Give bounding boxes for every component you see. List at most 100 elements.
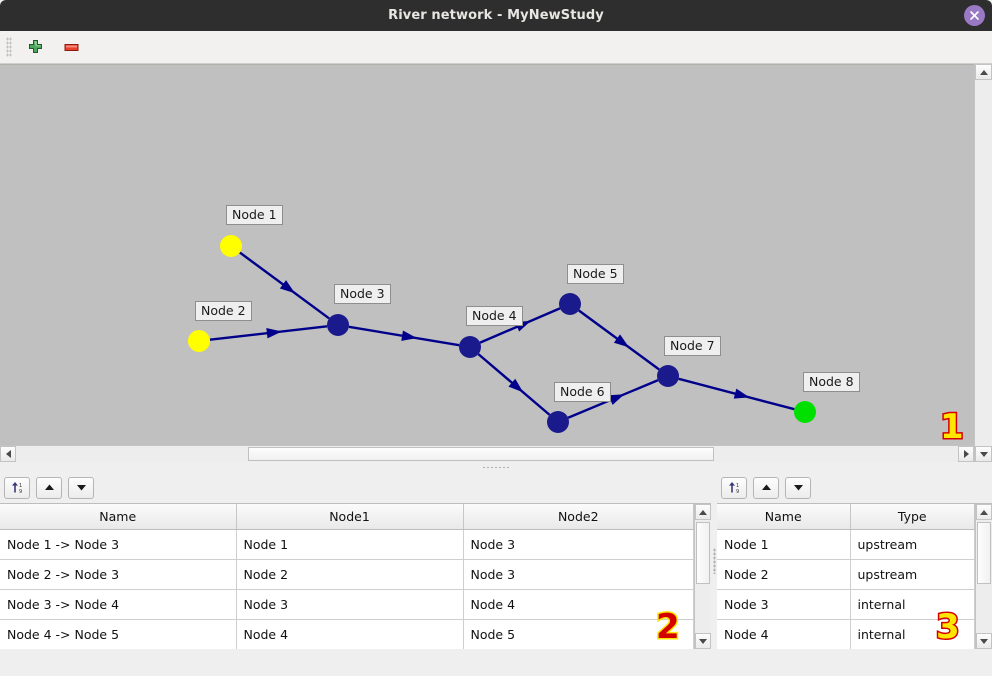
nodes-table-cell[interactable]: upstream bbox=[850, 559, 975, 589]
nodes-column-header-type[interactable]: Type bbox=[850, 504, 975, 529]
reaches-vscroll-track[interactable] bbox=[695, 520, 711, 633]
reaches-table-cell[interactable]: Node 4 -> Node 5 bbox=[0, 619, 236, 649]
toolbar-grip[interactable] bbox=[6, 37, 12, 57]
sort-icon[interactable]: 1 9 bbox=[4, 477, 30, 499]
nodes-toolbar: 1 9 bbox=[717, 472, 992, 503]
scroll-left-button[interactable] bbox=[0, 446, 16, 462]
nodes-table-cell[interactable]: upstream bbox=[850, 529, 975, 559]
scroll-right-button[interactable] bbox=[958, 446, 974, 462]
reaches-table-cell[interactable]: Node 3 -> Node 4 bbox=[0, 589, 236, 619]
reaches-table-cell[interactable]: Node 5 bbox=[463, 619, 694, 649]
tables-area: 1 9 NameNode1Node2 Node 1 -> Node 3Node bbox=[0, 472, 992, 649]
reaches-table-row[interactable]: Node 1 -> Node 3Node 1Node 3 bbox=[0, 529, 694, 559]
node-label-node-2[interactable]: Node 2 bbox=[195, 301, 252, 321]
hscroll-track[interactable] bbox=[16, 446, 958, 462]
reaches-table-cell[interactable]: Node 4 bbox=[236, 619, 463, 649]
reaches-table-cell[interactable]: Node 4 bbox=[463, 589, 694, 619]
nodes-table-row[interactable]: Node 1upstream bbox=[717, 529, 975, 559]
pane-divider-grip bbox=[713, 548, 716, 574]
add-node-icon[interactable] bbox=[22, 34, 48, 60]
nodes-vertical-scrollbar[interactable] bbox=[975, 503, 992, 649]
canvas-horizontal-scrollbar[interactable] bbox=[0, 445, 974, 462]
hscroll-thumb[interactable] bbox=[248, 447, 714, 461]
nodes-vscroll-track[interactable] bbox=[976, 520, 992, 633]
reaches-table-cell[interactable]: Node 3 bbox=[236, 589, 463, 619]
node-label-node-4[interactable]: Node 4 bbox=[466, 306, 523, 326]
nodes-table-header: NameType bbox=[717, 504, 975, 529]
edge-arrow-icon bbox=[401, 331, 417, 341]
nodes-table-cell[interactable]: Node 1 bbox=[717, 529, 850, 559]
nodes-table-scroll[interactable]: NameType Node 1upstreamNode 2upstreamNod… bbox=[717, 503, 975, 649]
reaches-pane: 1 9 NameNode1Node2 Node 1 -> Node 3Node bbox=[0, 472, 711, 649]
reaches-vscroll-thumb[interactable] bbox=[696, 522, 710, 584]
graph-node-node-8[interactable] bbox=[794, 401, 816, 423]
reaches-table-row[interactable]: Node 3 -> Node 4Node 3Node 4 bbox=[0, 589, 694, 619]
reaches-vertical-scrollbar[interactable] bbox=[694, 503, 711, 649]
nodes-table-cell[interactable]: internal bbox=[850, 589, 975, 619]
close-icon[interactable] bbox=[964, 5, 985, 26]
nodes-table-cell[interactable]: internal bbox=[850, 619, 975, 649]
node-label-node-6[interactable]: Node 6 bbox=[554, 382, 611, 402]
graph-node-node-2[interactable] bbox=[188, 330, 210, 352]
reaches-table-cell[interactable]: Node 3 bbox=[463, 559, 694, 589]
reaches-table-scroll[interactable]: NameNode1Node2 Node 1 -> Node 3Node 1Nod… bbox=[0, 503, 694, 649]
canvas-vertical-scrollbar[interactable] bbox=[974, 64, 992, 462]
reaches-column-header-node1[interactable]: Node1 bbox=[236, 504, 463, 529]
reaches-column-header-node2[interactable]: Node2 bbox=[463, 504, 694, 529]
nodes-table-row[interactable]: Node 2upstream bbox=[717, 559, 975, 589]
arrow-down-icon[interactable] bbox=[68, 477, 94, 499]
network-diagram[interactable]: Node 1 Node 2 Node 3 Node 4 Node 5 Node 6 Node… bbox=[0, 64, 974, 445]
reaches-table-cell[interactable]: Node 3 bbox=[463, 529, 694, 559]
arrow-up-icon[interactable] bbox=[36, 477, 62, 499]
status-bar bbox=[0, 649, 992, 676]
splitter-grip bbox=[482, 466, 510, 469]
nodes-pane: 1 9 NameType Node 1upstreamNode 2upstre bbox=[717, 472, 992, 649]
remove-node-icon[interactable] bbox=[58, 34, 84, 60]
reaches-scroll-down-button[interactable] bbox=[695, 633, 711, 649]
edge-arrow-icon bbox=[734, 389, 750, 399]
reaches-table-cell[interactable]: Node 1 -> Node 3 bbox=[0, 529, 236, 559]
svg-text:9: 9 bbox=[19, 489, 22, 495]
node-label-node-1[interactable]: Node 1 bbox=[226, 205, 283, 225]
nodes-column-header-name[interactable]: Name bbox=[717, 504, 850, 529]
reaches-table-row[interactable]: Node 2 -> Node 3Node 2Node 3 bbox=[0, 559, 694, 589]
edge-arrow-icon bbox=[609, 394, 625, 405]
graph-node-node-7[interactable] bbox=[657, 365, 679, 387]
node-label-node-3[interactable]: Node 3 bbox=[334, 284, 391, 304]
reaches-scroll-up-button[interactable] bbox=[695, 504, 711, 520]
node-label-node-8[interactable]: Node 8 bbox=[803, 372, 860, 392]
reaches-toolbar: 1 9 bbox=[0, 472, 711, 503]
nodes-vscroll-thumb[interactable] bbox=[977, 522, 991, 584]
scroll-up-button[interactable] bbox=[975, 64, 992, 80]
reaches-table-cell[interactable]: Node 1 bbox=[236, 529, 463, 559]
node-label-node-7[interactable]: Node 7 bbox=[664, 336, 721, 356]
reaches-table-header: NameNode1Node2 bbox=[0, 504, 694, 529]
node-label-node-5[interactable]: Node 5 bbox=[567, 264, 624, 284]
nodes-scroll-up-button[interactable] bbox=[976, 504, 992, 520]
reaches-column-header-name[interactable]: Name bbox=[0, 504, 236, 529]
graph-node-node-3[interactable] bbox=[327, 314, 349, 336]
vscroll-track[interactable] bbox=[975, 80, 992, 446]
window-title: River network - MyNewStudy bbox=[388, 8, 604, 23]
reaches-table-cell[interactable]: Node 2 bbox=[236, 559, 463, 589]
reaches-table-row[interactable]: Node 4 -> Node 5Node 4Node 5 bbox=[0, 619, 694, 649]
horizontal-splitter[interactable] bbox=[0, 462, 992, 472]
nodes-table-row[interactable]: Node 3internal bbox=[717, 589, 975, 619]
graph-node-node-5[interactable] bbox=[559, 293, 581, 315]
graph-node-node-6[interactable] bbox=[547, 411, 569, 433]
nodes-table-cell[interactable]: Node 4 bbox=[717, 619, 850, 649]
graph-node-node-1[interactable] bbox=[220, 235, 242, 257]
sort-icon[interactable]: 1 9 bbox=[721, 477, 747, 499]
nodes-table-cell[interactable]: Node 3 bbox=[717, 589, 850, 619]
graph-node-node-4[interactable] bbox=[459, 336, 481, 358]
svg-text:9: 9 bbox=[736, 489, 739, 495]
nodes-table: NameType Node 1upstreamNode 2upstreamNod… bbox=[717, 504, 975, 649]
reaches-table-cell[interactable]: Node 2 -> Node 3 bbox=[0, 559, 236, 589]
edge-arrow-icon bbox=[614, 334, 629, 347]
nodes-table-row[interactable]: Node 4internal bbox=[717, 619, 975, 649]
nodes-table-cell[interactable]: Node 2 bbox=[717, 559, 850, 589]
nodes-scroll-down-button[interactable] bbox=[976, 633, 992, 649]
scroll-down-button[interactable] bbox=[975, 446, 992, 462]
arrow-down-icon[interactable] bbox=[785, 477, 811, 499]
arrow-up-icon[interactable] bbox=[753, 477, 779, 499]
